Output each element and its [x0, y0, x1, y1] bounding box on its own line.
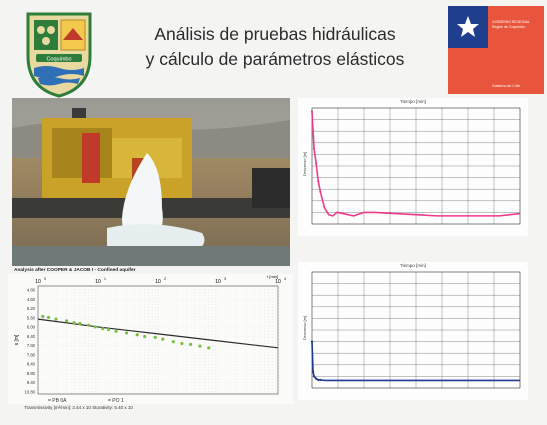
pump-test-photo	[12, 98, 290, 266]
cj-point	[87, 323, 91, 327]
cj-xtick-exp: 4	[284, 277, 286, 281]
cj-point	[180, 341, 184, 346]
coat-of-arms-logo: Coquimbo	[26, 12, 92, 98]
drawdown-point	[317, 179, 320, 183]
cj-ytick: 7.60	[27, 343, 36, 348]
cooper-jacob-chart: 10 10 10 10 10 0 1 2 3 4 t [min] 4.80 4.6…	[8, 274, 293, 404]
title-line-2: y cálculo de parámetros elásticos	[145, 49, 405, 69]
drawdown-point	[312, 147, 316, 150]
cj-point	[78, 321, 82, 326]
cj-point	[93, 325, 97, 329]
drawdown-point	[312, 375, 316, 378]
cj-point	[65, 319, 69, 323]
slide-title: Análisis de pruebas hidráulicas y cálcul…	[125, 22, 425, 72]
cj-ytick: 9.40	[27, 380, 36, 385]
drawdown-line	[311, 111, 521, 217]
cj-xtick-group: 10 10 10 10 10 0 1 2 3 4 t [min]	[35, 274, 286, 285]
drawdown-point	[315, 377, 318, 380]
cj-point	[46, 315, 51, 319]
cj-point	[72, 320, 76, 325]
drawdown-point	[310, 110, 314, 113]
parameters-footer: Transmissivity [m²/min]: 2.44 x 10 Stora…	[24, 405, 133, 410]
cj-xtick: 10	[35, 279, 41, 285]
chart1-ylabel: Descenso [m]	[302, 152, 307, 176]
government-logo: GOBIERNO REGIONAL Región de Coquimbo Gob…	[448, 6, 544, 94]
cj-point	[153, 335, 157, 339]
cj-point	[198, 344, 202, 348]
cj-fit-line	[37, 318, 279, 349]
cj-xtick: 10	[155, 279, 161, 285]
cj-xtick: 10	[275, 279, 281, 285]
cj-xunit: t [min]	[267, 274, 278, 279]
cj-ytick: 4.80	[27, 288, 36, 293]
cj-point	[41, 314, 45, 319]
cj-point	[189, 342, 193, 346]
drawdown-point	[317, 378, 320, 381]
cj-ytick: 5.60	[27, 315, 36, 320]
drawdown-chart-blue: Tiempo [min] Descenso [m]	[298, 262, 528, 400]
cj-xtick-exp: 0	[44, 277, 46, 281]
star-icon	[457, 16, 479, 37]
drawdown-chart-pink: Tiempo [min] Descenso [m]	[298, 98, 528, 236]
cj-point	[143, 334, 147, 339]
drawdown-point	[311, 370, 315, 373]
cj-ytick: 8.40	[27, 362, 36, 367]
drawdown-point	[311, 130, 315, 133]
cj-xtick-exp: 3	[224, 277, 226, 281]
title-line-1: Análisis de pruebas hidráulicas	[154, 24, 396, 44]
cj-ytick: 10.80	[25, 390, 36, 395]
logo-left-text: Coquimbo	[46, 57, 71, 63]
cj-xtick: 10	[95, 279, 101, 285]
drawdown-point	[315, 162, 318, 165]
cj-point	[135, 333, 139, 337]
cj-point	[161, 337, 165, 341]
cj-legend-pb0a: = PB 0A	[48, 398, 67, 404]
cj-point	[125, 331, 129, 335]
cj-point	[171, 340, 175, 344]
cj-xtick: 10	[215, 279, 221, 285]
cj-ytick: 7.80	[27, 352, 36, 357]
drawdown-point	[319, 378, 322, 381]
cj-point	[114, 329, 118, 333]
chart1-title: Tiempo [min]	[400, 99, 426, 104]
cj-ytick: 8.80	[27, 371, 36, 376]
cj-point	[207, 346, 211, 350]
cj-xtick-exp: 2	[164, 277, 166, 281]
drawdown-point	[310, 340, 314, 343]
logo-right-line-2: Región de Coquimbo	[492, 25, 525, 29]
cj-ylabel: s [m]	[14, 334, 20, 345]
cj-xtick-exp: 1	[104, 277, 106, 281]
logo-right-line-1: GOBIERNO REGIONAL	[492, 20, 530, 24]
cj-ytick: 4.60	[27, 297, 36, 302]
drawdown-point	[319, 190, 322, 193]
cj-point	[54, 317, 58, 321]
cj-ytick: 6.40	[27, 334, 36, 339]
cooper-jacob-title: Analysis after COOPER & JACOB I - Confin…	[14, 268, 136, 273]
logo-right-line-3: Gobierno de Chile	[492, 84, 521, 88]
cj-ytick: 5.20	[27, 306, 36, 311]
cj-point	[106, 327, 111, 332]
logo-blue-field	[448, 6, 488, 48]
chart2-title: Tiempo [min]	[400, 263, 426, 268]
cj-legend-po1: = PO 1	[108, 398, 124, 404]
chart2-ylabel: Descenso [m]	[302, 316, 307, 340]
cj-point	[101, 327, 105, 331]
cj-ytick: 6.00	[27, 325, 36, 330]
